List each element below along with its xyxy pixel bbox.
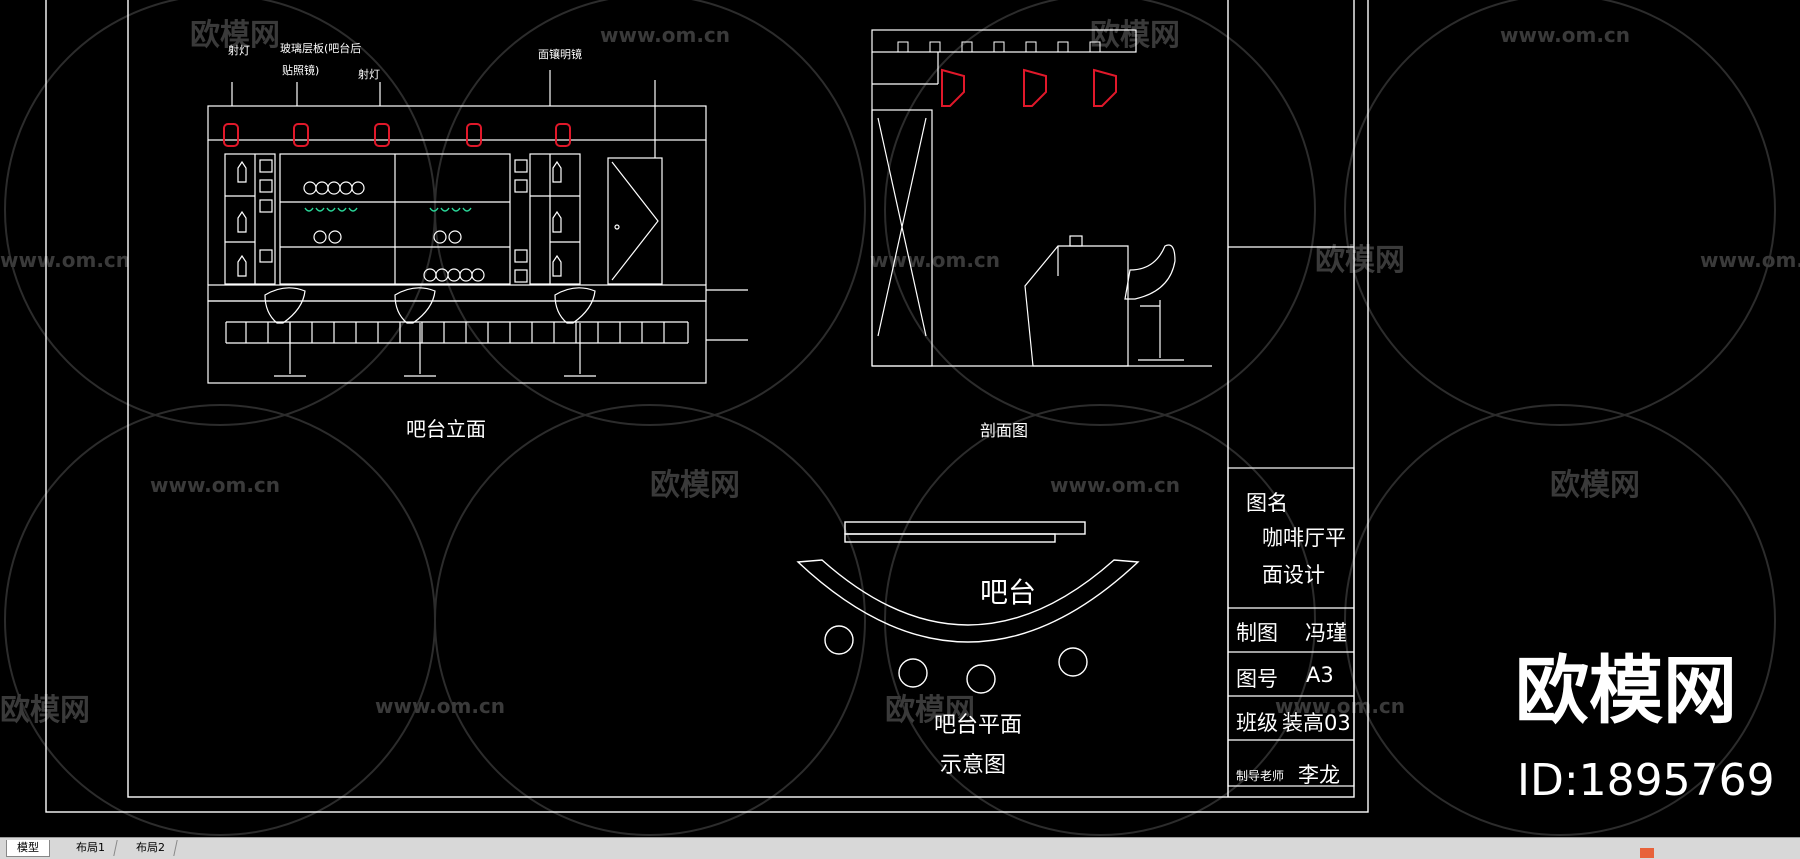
title-name-label: 图名 — [1246, 491, 1288, 515]
annotation-glass-shelf: 玻璃层板(吧台后 — [280, 41, 361, 55]
layout-tab-bar: 模型 布局1 布局2 — [0, 837, 1800, 859]
watermark-url: www.om.cn — [1050, 473, 1180, 497]
drawing-number-label: 图号 — [1236, 667, 1278, 691]
watermark-url: www.om.cn — [1700, 248, 1800, 272]
section-title: 剖面图 — [980, 421, 1028, 440]
watermark-brand: 欧模网 — [1550, 468, 1640, 503]
annotation-spotlight: 射灯 — [358, 67, 380, 81]
watermark-brand: 欧模网 — [885, 693, 975, 728]
title-block — [1227, 246, 1355, 787]
bar-elevation — [207, 70, 748, 384]
plan-title: 吧台平面 — [934, 713, 1022, 738]
watermark-url: www.om.cn — [1275, 694, 1405, 718]
drafter-value: 冯瑾 — [1305, 621, 1347, 645]
watermark-url: www.om.cn — [600, 23, 730, 47]
elevation-glassware — [304, 207, 472, 212]
plan-title-2: 示意图 — [940, 753, 1006, 778]
watermark-url: www.om.cn — [1500, 23, 1630, 47]
title-block-texts: 图名 咖啡厅平 面设计 制图 冯瑾 图号 A3 班级 装高03 制导老师 李龙 — [1236, 491, 1351, 787]
corner-id: ID:1895769 — [1517, 755, 1775, 806]
class-value: 装高03 — [1282, 711, 1351, 735]
annotation-mirror: 面镶明镜 — [538, 47, 582, 61]
title-name-value-2: 面设计 — [1262, 563, 1325, 587]
section-spotlight-mounts — [897, 41, 1101, 53]
watermark-url: www.om.cn — [870, 248, 1000, 272]
drafter-label: 制图 — [1236, 621, 1278, 645]
elevation-annotations: 射灯 玻璃层板(吧台后 贴照镜) 射灯 面镶明镜 — [228, 41, 582, 81]
cad-model-space[interactable]: 欧模网 欧模网 欧模网 欧模网 欧模网 欧模网 欧模网 www.om.cn ww… — [0, 0, 1800, 837]
plan-bar-label: 吧台 — [980, 576, 1036, 609]
watermark-brand: 欧模网 — [190, 18, 280, 53]
watermark-brand: 欧模网 — [650, 468, 740, 503]
bar-section — [871, 29, 1212, 367]
watermark-urls: www.om.cn www.om.cn www.om.cn www.om.cn … — [0, 23, 1800, 718]
watermark-brand: 欧模网 — [1315, 243, 1405, 278]
watermark-circles — [4, 0, 1776, 836]
annotation-spotlight: 射灯 — [228, 43, 250, 57]
tab-model[interactable]: 模型 — [6, 840, 50, 857]
watermark-brand: 欧模网 — [1090, 18, 1180, 53]
cad-drawing: 欧模网 欧模网 欧模网 欧模网 欧模网 欧模网 欧模网 www.om.cn ww… — [0, 0, 1800, 836]
elevation-spotlights — [223, 123, 571, 147]
drawing-number-value: A3 — [1306, 663, 1334, 687]
class-label: 班级 — [1236, 711, 1278, 735]
status-accent — [1640, 848, 1654, 858]
watermark-url: www.om.cn — [375, 694, 505, 718]
watermark-url: www.om.cn — [150, 473, 280, 497]
tab-layout2[interactable]: 布局2 — [124, 840, 178, 856]
watermark-texts: 欧模网 欧模网 欧模网 欧模网 欧模网 欧模网 欧模网 — [0, 18, 1640, 728]
teacher-label: 制导老师 — [1236, 769, 1284, 783]
watermark-brand: 欧模网 — [0, 693, 90, 728]
title-name-value: 咖啡厅平 — [1262, 526, 1346, 550]
teacher-value: 李龙 — [1298, 763, 1340, 787]
tab-layout1[interactable]: 布局1 — [64, 840, 118, 856]
corner-brand-logo: 欧模网 — [1515, 648, 1737, 734]
elevation-title: 吧台立面 — [406, 417, 486, 441]
bar-plan — [796, 521, 1140, 694]
annotation-glass-shelf-2: 贴照镜) — [282, 63, 319, 77]
watermark-url: www.om.cn — [0, 248, 130, 272]
section-spotlights — [941, 68, 1117, 107]
